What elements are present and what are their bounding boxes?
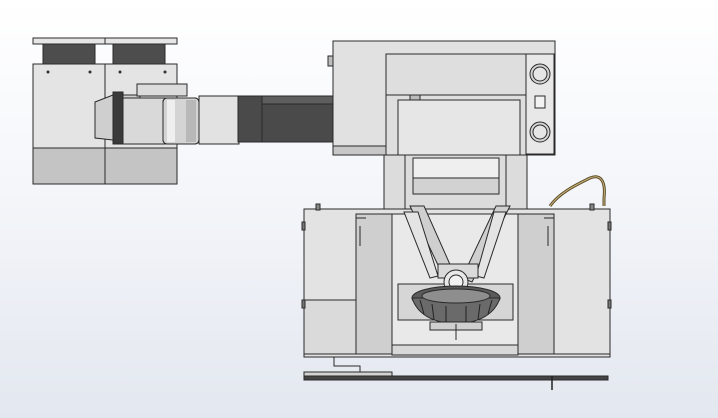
vertical-column[interactable] xyxy=(383,154,528,212)
gripper-flange[interactable] xyxy=(94,83,188,145)
base-rail[interactable] xyxy=(303,356,609,390)
workpiece-fixture[interactable] xyxy=(411,285,501,340)
gripper-jaw-left[interactable] xyxy=(32,37,106,185)
motor-cylinder[interactable] xyxy=(162,95,240,145)
control-panel[interactable] xyxy=(525,53,555,155)
delta-linkage[interactable] xyxy=(403,205,511,295)
sensor-cable[interactable] xyxy=(548,175,606,207)
spindle-head-housing[interactable] xyxy=(327,40,556,159)
